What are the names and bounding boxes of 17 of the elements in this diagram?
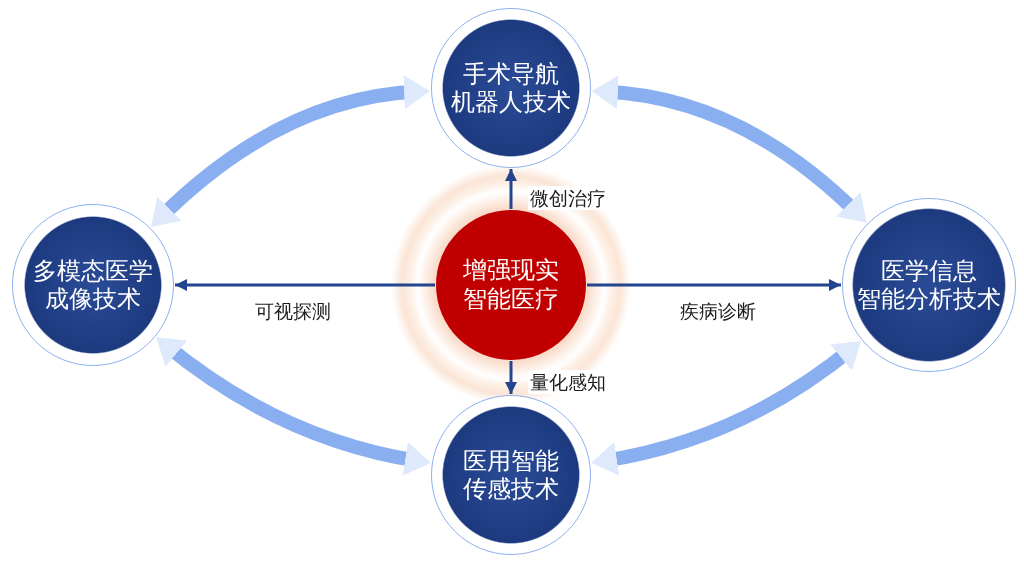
node-text: 增强现实智能医疗 <box>462 256 560 314</box>
node-text: 多模态医学成像技术 <box>32 257 154 313</box>
edge-label: 微创治疗 <box>528 186 608 210</box>
node-text: 医用智能传感技术 <box>462 447 560 503</box>
arrow <box>175 279 435 291</box>
edge-label: 可视探测 <box>253 299 333 323</box>
curved-double-arrow <box>156 337 431 476</box>
arrow <box>505 361 517 394</box>
edge-label: 量化感知 <box>528 370 608 394</box>
node-text: 医学信息智能分析技术 <box>856 257 1002 313</box>
edge-label: 疾病诊断 <box>678 299 758 323</box>
arrow <box>587 279 841 291</box>
node-text: 手术导航机器人技术 <box>450 60 572 116</box>
curved-double-arrow <box>591 341 862 476</box>
curved-double-arrow <box>591 75 867 223</box>
curved-double-arrow <box>150 75 431 227</box>
arrow <box>505 169 517 209</box>
